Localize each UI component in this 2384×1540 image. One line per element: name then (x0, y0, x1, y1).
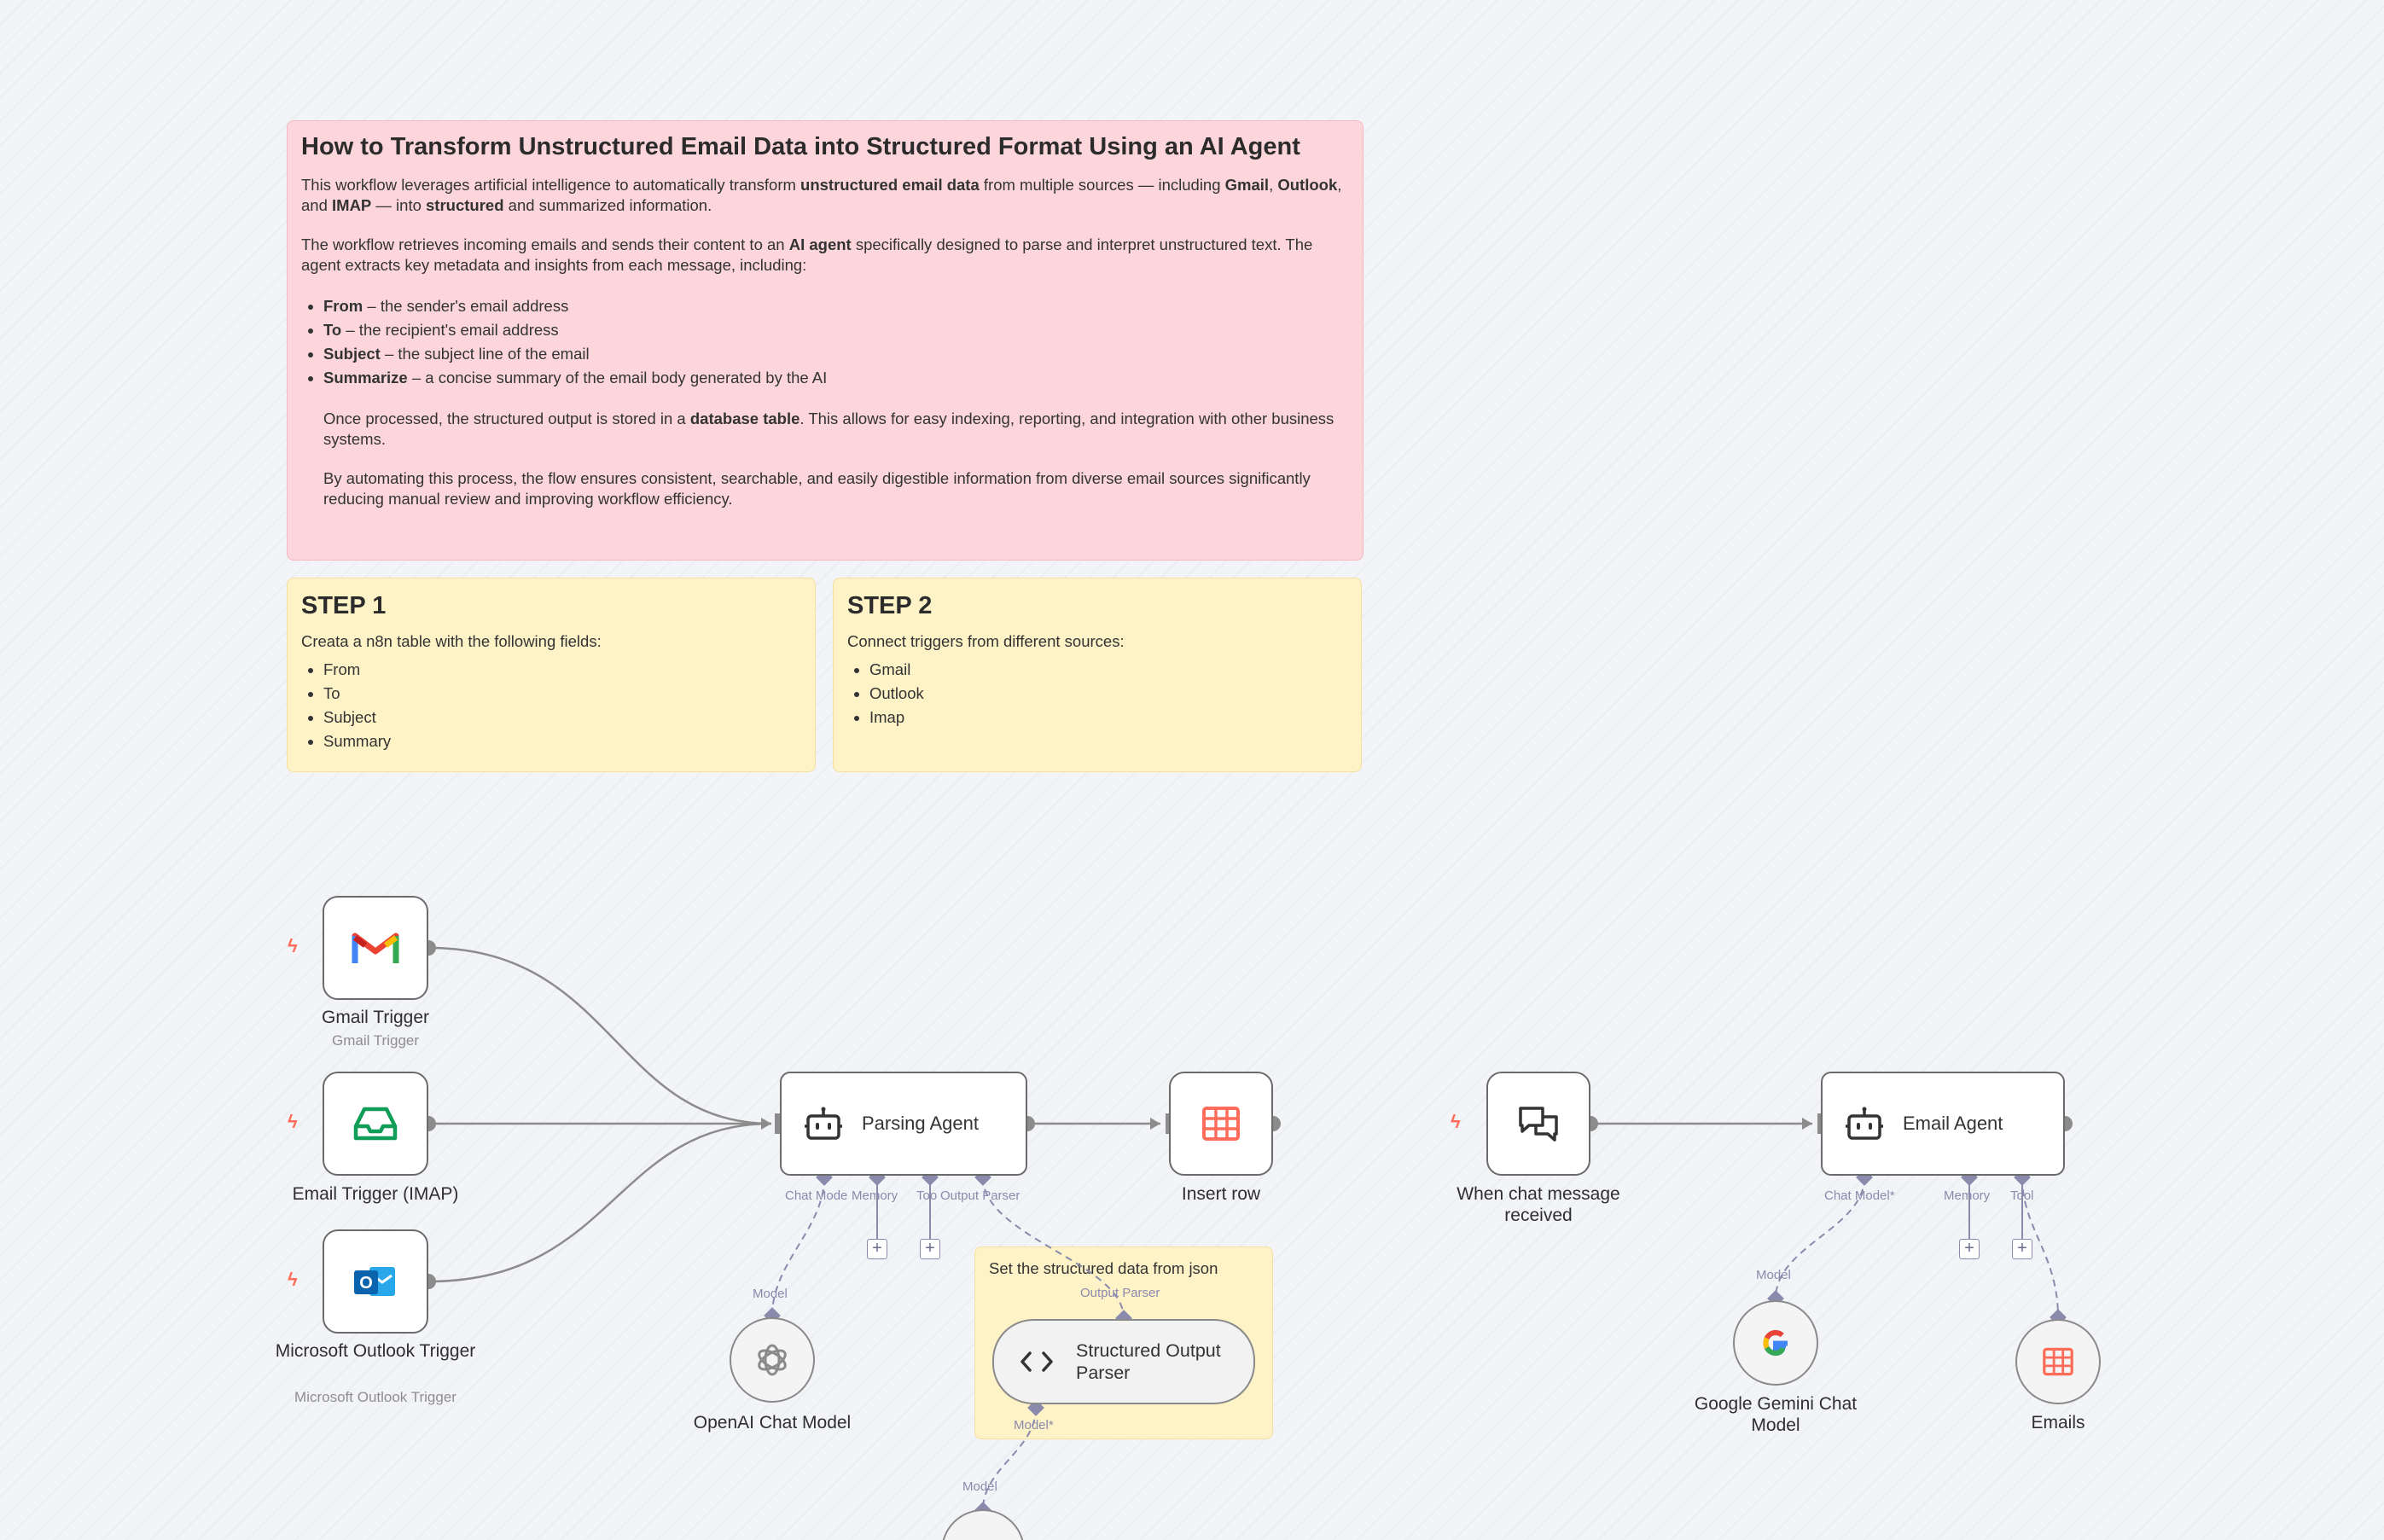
add-tool-button[interactable]: + (920, 1239, 940, 1259)
add-tool-button[interactable]: + (2012, 1239, 2032, 1259)
outlook-icon: O (354, 1267, 395, 1296)
node-title: Parsing Agent (862, 1113, 979, 1134)
node-microsoft-outlook-trigger[interactable]: O (323, 1229, 428, 1334)
port-label-model-required: Model* (1014, 1418, 1054, 1432)
openai-icon (758, 1344, 787, 1376)
node-label: Emails (2031, 1413, 2085, 1432)
robot-icon (805, 1107, 842, 1140)
step-2-list: Gmail Outlook Imap (856, 658, 1347, 729)
table-icon (1202, 1107, 1240, 1141)
step-2-intro: Connect triggers from different sources: (847, 632, 1125, 650)
step-1-intro: Creata a n8n table with the following fi… (301, 632, 602, 650)
trigger-bolt-icon: ϟ (288, 1111, 298, 1132)
connection-gmail-to-parsing (427, 946, 772, 1125)
node-gmail-trigger[interactable] (323, 896, 428, 1000)
list-item: Subject (323, 706, 801, 729)
description-paragraph-1: This workflow leverages artificial intel… (301, 176, 1342, 214)
table-icon (2043, 1347, 2073, 1376)
sticky-note-step-1[interactable]: STEP 1 Creata a n8n table with the follo… (287, 578, 816, 772)
node-emails-table[interactable] (2015, 1319, 2101, 1404)
list-item: Summary (323, 729, 801, 753)
sub-connection-parsing-parser (982, 1177, 1125, 1319)
node-structured-output-parser[interactable]: Structured Output Parser (992, 1319, 1255, 1404)
node-label: Google Gemini Chat Model (1694, 1394, 1858, 1435)
step-2-title: STEP 2 (847, 592, 933, 619)
node-openai-chat-model[interactable] (730, 1317, 815, 1403)
sub-connection-parser-lower-model (982, 1407, 1037, 1511)
port-label-output-parser: Output Parser (1080, 1286, 1160, 1300)
node-email-trigger-imap[interactable] (323, 1072, 428, 1176)
node-parsing-agent[interactable]: Parsing Agent (780, 1072, 1027, 1176)
list-item: Outlook (869, 682, 1347, 706)
node-google-gemini-chat-model[interactable] (1733, 1300, 1818, 1386)
list-item: From (323, 658, 801, 682)
robot-icon (1846, 1107, 1883, 1140)
add-memory-button[interactable]: + (1959, 1239, 1980, 1259)
add-memory-button[interactable]: + (867, 1239, 887, 1259)
code-icon (1020, 1351, 1053, 1372)
list-item: Summarize – a concise summary of the ema… (323, 366, 1349, 390)
sticky-note-description[interactable]: How to Transform Unstructured Email Data… (287, 120, 1364, 561)
port-label-chat-model: Chat Mode (785, 1188, 848, 1203)
port-label-model: Model (1756, 1268, 1791, 1282)
step-1-title: STEP 1 (301, 592, 387, 619)
node-label: Microsoft Outlook Trigger (275, 1341, 476, 1361)
list-item: To (323, 682, 801, 706)
node-label: OpenAI Chat Model (693, 1413, 852, 1432)
svg-text:O: O (359, 1274, 373, 1293)
port-label-tool: Tool (2010, 1188, 2034, 1203)
google-icon (1763, 1329, 1788, 1357)
input-port (1166, 1113, 1171, 1134)
trigger-bolt-icon: ϟ (1451, 1111, 1461, 1132)
arrow-head (1150, 1118, 1160, 1130)
chat-bubbles-icon (1519, 1107, 1558, 1142)
node-title: Structured Output Parser (1076, 1340, 1221, 1383)
node-label: Insert row (1181, 1184, 1261, 1204)
inbox-icon (353, 1107, 398, 1141)
description-paragraph-4: By automating this process, the flow ens… (323, 469, 1311, 508)
description-paragraph-3: Once processed, the structured output is… (323, 410, 1334, 448)
node-email-agent[interactable]: Email Agent (1821, 1072, 2065, 1176)
parser-note-title: Set the structured data from json (989, 1259, 1218, 1277)
trigger-bolt-icon: ϟ (288, 935, 298, 956)
input-port (1817, 1113, 1823, 1134)
arrow-head (761, 1118, 771, 1130)
port-label-tool: Too (916, 1188, 938, 1203)
list-item: To – the recipient's email address (323, 318, 1349, 342)
list-item: From – the sender's email address (323, 294, 1349, 318)
port-label-memory: Memory (852, 1188, 898, 1203)
step-1-list: From To Subject Summary (310, 658, 801, 753)
sticky-title: How to Transform Unstructured Email Data… (301, 133, 1300, 160)
node-insert-row[interactable] (1169, 1072, 1273, 1176)
list-item: Subject – the subject line of the email (323, 342, 1349, 366)
port-label-model: Model (962, 1479, 997, 1494)
description-paragraph-2: The workflow retrieves incoming emails a… (301, 235, 1313, 274)
node-subtitle: Microsoft Outlook Trigger (294, 1389, 456, 1405)
list-item: Gmail (869, 658, 1347, 682)
node-subtitle: Gmail Trigger (331, 1032, 420, 1049)
port-label-model: Model (753, 1287, 788, 1301)
node-chat-trigger[interactable] (1486, 1072, 1590, 1176)
port-label-memory: Memory (1944, 1188, 1991, 1203)
sub-connection-email-tool (2021, 1177, 2059, 1318)
port-label-output-parser: Output Parser (940, 1188, 1020, 1203)
node-label: Email Trigger (IMAP) (292, 1184, 459, 1204)
port-label-chat-model-required: Chat Model* (1824, 1188, 1895, 1203)
sub-connection-email-gemini (1775, 1177, 1865, 1299)
metadata-list: From – the sender's email address To – t… (310, 294, 1349, 390)
partial-model-node (942, 1509, 1024, 1540)
gmail-icon (352, 933, 399, 963)
arrow-head (1802, 1118, 1812, 1130)
input-port (775, 1113, 780, 1134)
sticky-note-step-2[interactable]: STEP 2 Connect triggers from different s… (833, 578, 1362, 772)
node-title: Email Agent (1903, 1113, 2003, 1134)
node-label: Gmail Trigger (321, 1008, 430, 1027)
trigger-bolt-icon: ϟ (288, 1269, 298, 1290)
sub-connection-parsing-openai (771, 1177, 825, 1316)
node-label: When chat message received (1457, 1184, 1620, 1225)
list-item: Imap (869, 706, 1347, 729)
connection-outlook-to-parsing (427, 1122, 772, 1283)
